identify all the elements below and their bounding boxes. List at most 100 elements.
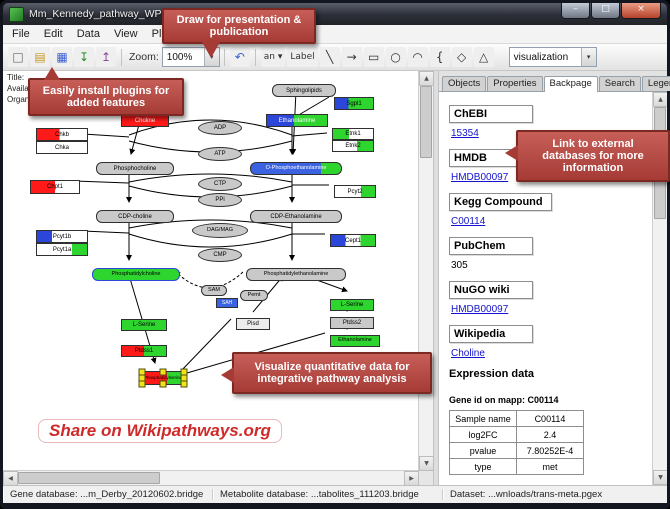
- pathway-node-phosphatidylcholine[interactable]: Phosphatidylcholine: [92, 268, 180, 281]
- brace-tool-button[interactable]: {: [429, 47, 450, 67]
- chevron-down-icon[interactable]: ▾: [580, 48, 596, 66]
- pathway-node-cept1[interactable]: Cept1: [330, 234, 376, 247]
- pathway-node-phosphatidylethanolamine[interactable]: Phosphatidylethanolamine: [246, 268, 346, 281]
- diamond-icon: ◇: [457, 50, 467, 64]
- pathway-edge: [82, 133, 130, 138]
- selection-handle[interactable]: [138, 380, 146, 388]
- export-button[interactable]: ↥: [96, 47, 116, 67]
- backpage-link[interactable]: C00114: [451, 216, 486, 227]
- pathway-node-phosphocholine[interactable]: Phosphocholine: [96, 162, 174, 175]
- ellipse-tool-button[interactable]: ○: [385, 47, 406, 67]
- undo-button[interactable]: ↶: [229, 47, 250, 67]
- pathway-node-sgpl1[interactable]: Sgpl1: [334, 97, 374, 110]
- pathway-node-phosphatidylserine[interactable]: Phosphatidylserine: [138, 368, 188, 388]
- diamond-tool-button[interactable]: ◇: [451, 47, 472, 67]
- pathway-node-dag-mag[interactable]: DAG/MAG: [192, 223, 248, 238]
- pathway-node-atp[interactable]: ATP: [198, 147, 242, 161]
- pathway-node-pcyt2[interactable]: Pcyt2: [334, 185, 376, 198]
- menu-view[interactable]: View: [113, 28, 138, 40]
- arrow-icon: →: [346, 50, 357, 64]
- backpage-link[interactable]: HMDB00097: [451, 172, 509, 183]
- pathway-node-l-serine-left[interactable]: L-Serine: [121, 319, 167, 331]
- tab-search[interactable]: Search: [598, 76, 641, 91]
- expression-cell-3-1: met: [516, 458, 584, 475]
- backpage-link[interactable]: Choline: [451, 348, 485, 359]
- scroll-right-icon[interactable]: ▶: [404, 471, 419, 486]
- pathway-node-ethanolamine-right[interactable]: Ethanolamine: [330, 335, 380, 347]
- new-file-button[interactable]: □: [8, 47, 28, 67]
- pathway-node-pcyt1b[interactable]: Pcyt1b: [36, 230, 88, 243]
- toolbar-separator: [121, 48, 122, 66]
- pathway-canvas[interactable]: Title:Availability:Organism: Sphingolipi…: [3, 71, 419, 471]
- triangle-tool-button[interactable]: △: [473, 47, 494, 67]
- pathway-node-chkb[interactable]: Chkb: [36, 128, 88, 141]
- save-button[interactable]: ▦: [52, 47, 72, 67]
- scroll-down-icon[interactable]: ▼: [653, 470, 667, 485]
- scroll-down-icon[interactable]: ▼: [419, 456, 434, 471]
- scroll-up-icon[interactable]: ▲: [419, 71, 434, 86]
- backpage-link[interactable]: 15354: [451, 128, 479, 139]
- pathway-node-adp[interactable]: ADP: [198, 121, 242, 135]
- backpage-link[interactable]: HMDB00097: [451, 304, 509, 315]
- open-file-button[interactable]: ▤: [30, 47, 50, 67]
- scroll-left-icon[interactable]: ◀: [3, 471, 18, 486]
- visualization-combobox[interactable]: visualization ▾: [508, 47, 597, 67]
- horizontal-scroll-thumb[interactable]: [18, 472, 160, 484]
- pathway-node-etnk2[interactable]: Etnk2: [332, 140, 374, 152]
- selection-handle[interactable]: [159, 368, 167, 376]
- backpage-section-title: Kegg Compound: [449, 193, 552, 211]
- expression-cell-2-1: 7.80252E-4: [516, 442, 584, 459]
- menu-data[interactable]: Data: [76, 28, 100, 40]
- selection-handle[interactable]: [180, 380, 188, 388]
- pathway-node-ptdss2[interactable]: Ptdss2: [330, 317, 374, 329]
- toolbar-tools-group: an ▾Label╲ → ▭○◠{ ◇ △: [260, 47, 495, 67]
- pathway-node-cmp[interactable]: CMP: [198, 248, 242, 262]
- menu-file[interactable]: File: [12, 28, 30, 40]
- label-tool-button[interactable]: Label: [287, 47, 318, 67]
- pathway-node-cdp-ethanolamine[interactable]: CDP-Ethanolamine: [250, 210, 342, 223]
- line-tool-button[interactable]: ╲: [319, 47, 340, 67]
- close-button[interactable]: ×: [621, 3, 661, 19]
- pathway-node-sah[interactable]: SAH: [216, 298, 238, 308]
- arc-tool-button[interactable]: ◠: [407, 47, 428, 67]
- pathway-node-chka[interactable]: Chka: [36, 141, 88, 154]
- pathway-node-chpt1[interactable]: Chpt1: [30, 180, 80, 194]
- tab-objects[interactable]: Objects: [442, 76, 487, 91]
- pathway-node-etnk1[interactable]: Etnk1: [332, 128, 374, 140]
- canvas-vertical-scrollbar[interactable]: ▲ ▼: [418, 71, 434, 471]
- status-gene-database: Gene database: ...m_Derby_20120602.bridg…: [3, 489, 213, 500]
- minimize-button[interactable]: –: [561, 3, 590, 19]
- tab-backpage[interactable]: Backpage: [543, 76, 598, 92]
- arrow-tool-button[interactable]: →: [341, 47, 362, 67]
- menu-edit[interactable]: Edit: [43, 28, 63, 40]
- selection-handle[interactable]: [159, 380, 167, 388]
- pathway-node-ctp[interactable]: CTP: [198, 177, 242, 191]
- canvas-horizontal-scrollbar[interactable]: ◀ ▶: [3, 470, 419, 486]
- panel-splitter[interactable]: [433, 71, 439, 485]
- pathway-node-pisd[interactable]: Pisd: [236, 318, 270, 330]
- pathway-node-ptdss1[interactable]: Ptdss1: [121, 345, 167, 357]
- pathway-node-pemt[interactable]: Pemt: [240, 290, 268, 301]
- scroll-up-icon[interactable]: ▲: [653, 92, 667, 107]
- backpage-section-title: ChEBI: [449, 105, 533, 123]
- pathway-node-sam[interactable]: SAM: [201, 285, 227, 296]
- backpage-section-chebi: ChEBI 15354: [449, 104, 647, 139]
- maximize-button[interactable]: □: [591, 3, 620, 19]
- status-dataset: Dataset: ...wnloads/trans-meta.pgex: [443, 489, 667, 500]
- pathway-node-cdp-choline[interactable]: CDP-choline: [96, 210, 174, 223]
- pathway-node-ppi[interactable]: PPi: [198, 193, 242, 207]
- tab-properties[interactable]: Properties: [487, 76, 543, 91]
- pathway-node-sphingolipids[interactable]: Sphingolipids: [272, 84, 336, 97]
- rectangle-tool-button[interactable]: ▭: [363, 47, 384, 67]
- vertical-scroll-thumb[interactable]: [420, 86, 432, 158]
- tab-legend[interactable]: Legend: [641, 76, 670, 91]
- pathway-node-l-serine-right[interactable]: L-Serine: [330, 299, 374, 311]
- datanode-menu-button[interactable]: an ▾: [260, 47, 286, 67]
- pathway-node-o-phosphoethanolamine[interactable]: O-Phosphoethanolamine: [250, 162, 342, 175]
- pathway-node-ethanolamine-top[interactable]: Ethanolamine: [266, 114, 328, 127]
- canvas-container: Title:Availability:Organism: Sphingolipi…: [3, 71, 434, 486]
- pathway-node-pcyt1a[interactable]: Pcyt1a: [36, 243, 88, 256]
- import-button[interactable]: ↧: [74, 47, 94, 67]
